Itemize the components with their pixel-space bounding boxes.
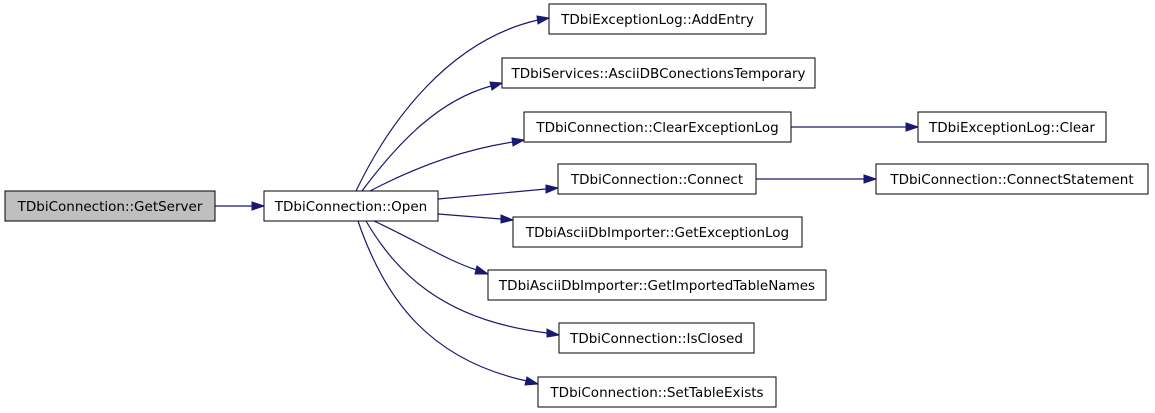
arrowhead-icon <box>536 15 551 25</box>
node-box <box>512 216 803 248</box>
node-clear[interactable]: TDbiExceptionLog::Clear <box>917 111 1107 143</box>
edge-open-to-settableexists <box>357 220 540 386</box>
edge-open-to-getexclog <box>437 213 515 224</box>
arrowhead-icon <box>905 122 920 132</box>
edge-open-to-addentry <box>355 15 551 192</box>
arrowhead-icon <box>489 81 504 91</box>
arrowhead-icon <box>524 376 540 386</box>
edge-line <box>361 85 492 192</box>
edge-line <box>437 213 502 220</box>
node-open[interactable]: TDbiConnection::Open <box>263 190 439 222</box>
node-getimported[interactable]: TDbiAsciiDbImporter::GetImportedTableNam… <box>487 269 827 301</box>
node-box <box>917 111 1107 143</box>
edge-clearexclog-to-clear <box>791 122 920 132</box>
node-label: TDbiAsciiDbImporter::GetExceptionLog <box>525 225 789 241</box>
node-label: TDbiExceptionLog::Clear <box>928 120 1095 136</box>
node-box <box>537 376 777 408</box>
node-label: TDbiConnection::Connect <box>570 172 743 188</box>
arrowhead-icon <box>500 214 515 224</box>
arrowhead-icon <box>545 184 560 194</box>
node-box <box>557 163 757 195</box>
edge-open-to-getimported <box>373 220 490 275</box>
node-label: TDbiConnection::SetTableExists <box>549 385 763 401</box>
node-label: TDbiAsciiDbImporter::GetImportedTableNam… <box>498 278 815 294</box>
node-label: TDbiConnection::ConnectStatement <box>889 172 1133 188</box>
node-getexclog[interactable]: TDbiAsciiDbImporter::GetExceptionLog <box>512 216 803 248</box>
edge-line <box>365 220 548 334</box>
node-box <box>4 190 216 222</box>
node-box <box>263 190 439 222</box>
edge-line <box>373 220 478 271</box>
node-label: TDbiExceptionLog::AddEntry <box>560 12 754 28</box>
edge-line <box>369 141 514 192</box>
node-label: TDbiConnection::Open <box>274 199 428 215</box>
node-label: TDbiConnection::ClearExceptionLog <box>535 120 778 136</box>
arrowhead-icon <box>251 201 266 211</box>
node-box <box>523 111 792 143</box>
node-label: TDbiServices::AsciiDBConectionsTemporary <box>510 66 805 82</box>
node-settableexists[interactable]: TDbiConnection::SetTableExists <box>537 376 777 408</box>
arrowhead-icon <box>511 137 526 147</box>
edges-layer <box>215 15 920 386</box>
node-connect[interactable]: TDbiConnection::Connect <box>557 163 757 195</box>
node-box <box>487 269 827 301</box>
edge-open-to-asciidbtemp <box>361 81 504 192</box>
arrowhead-icon <box>474 265 490 275</box>
arrowhead-icon <box>863 174 878 184</box>
node-clearexclog[interactable]: TDbiConnection::ClearExceptionLog <box>523 111 792 143</box>
edge-line <box>357 220 528 382</box>
node-asciidbtemp[interactable]: TDbiServices::AsciiDBConectionsTemporary <box>501 57 816 89</box>
edge-connect-to-connectstatement <box>756 174 878 184</box>
node-addentry[interactable]: TDbiExceptionLog::AddEntry <box>548 3 767 35</box>
edge-getserver-to-open <box>215 201 266 211</box>
edge-line <box>355 19 539 192</box>
edge-open-to-clearexclog <box>369 137 526 192</box>
node-getserver: TDbiConnection::GetServer <box>4 190 216 222</box>
node-box <box>548 3 767 35</box>
arrowhead-icon <box>546 328 561 338</box>
node-isclosed[interactable]: TDbiConnection::IsClosed <box>558 322 755 354</box>
node-box <box>501 57 816 89</box>
node-box <box>875 163 1149 195</box>
node-label: TDbiConnection::IsClosed <box>569 331 743 347</box>
node-label: TDbiConnection::GetServer <box>17 199 203 215</box>
edge-line <box>437 188 547 200</box>
node-box <box>558 322 755 354</box>
edge-open-to-isclosed <box>365 220 561 338</box>
edge-open-to-connect <box>437 184 560 200</box>
node-connectstatement[interactable]: TDbiConnection::ConnectStatement <box>875 163 1149 195</box>
